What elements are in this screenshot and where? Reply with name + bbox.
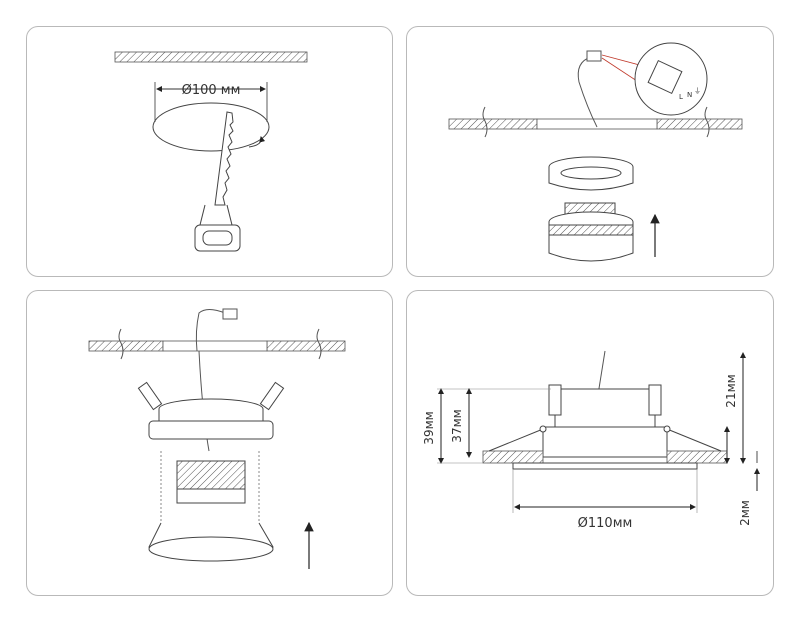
dimensions-diagram: 39мм 37мм 21мм 2мм Ø110мм [422,350,760,531]
ceiling-right [656,118,743,130]
terminal-small [586,50,602,62]
svg-text:L: L [679,93,683,101]
step2-panel: L N ⏚ [406,26,774,277]
supply-wire [195,309,226,352]
ceiling-right [266,340,346,352]
mounting-diagram [88,308,346,569]
housing-body [542,426,668,458]
step4-panel: 39мм 37мм 21мм 2мм Ø110мм [406,290,774,596]
spring-clip-left [137,381,163,411]
ceiling-right [666,450,728,464]
ceiling-left [88,340,164,352]
step3-panel [26,290,393,596]
flange [512,462,698,470]
step1-panel: Ø100 мм [26,26,393,277]
diameter-label: Ø110мм [578,516,633,531]
ceiling-left [448,118,538,130]
supply-wire [577,56,598,128]
housing-top [554,388,656,428]
svg-text:⏚: ⏚ [694,87,701,95]
ceiling-hatch [114,51,308,63]
height-body-label: 37мм [450,409,464,442]
hole-diameter-label: Ø100 мм [182,83,241,98]
cut-hole-diagram: Ø100 мм [114,51,308,252]
spring-clip-right [259,381,285,411]
flange-label: 2мм [738,500,752,526]
height-total-label: 39мм [422,411,436,444]
ceiling-left [482,450,544,464]
lamp-module [176,460,246,490]
height-top-label: 21мм [724,374,738,407]
svg-text:N: N [687,91,692,99]
saw-blade [214,111,234,206]
wiring-diagram: L N ⏚ [448,42,743,262]
hole-outline [152,102,270,152]
